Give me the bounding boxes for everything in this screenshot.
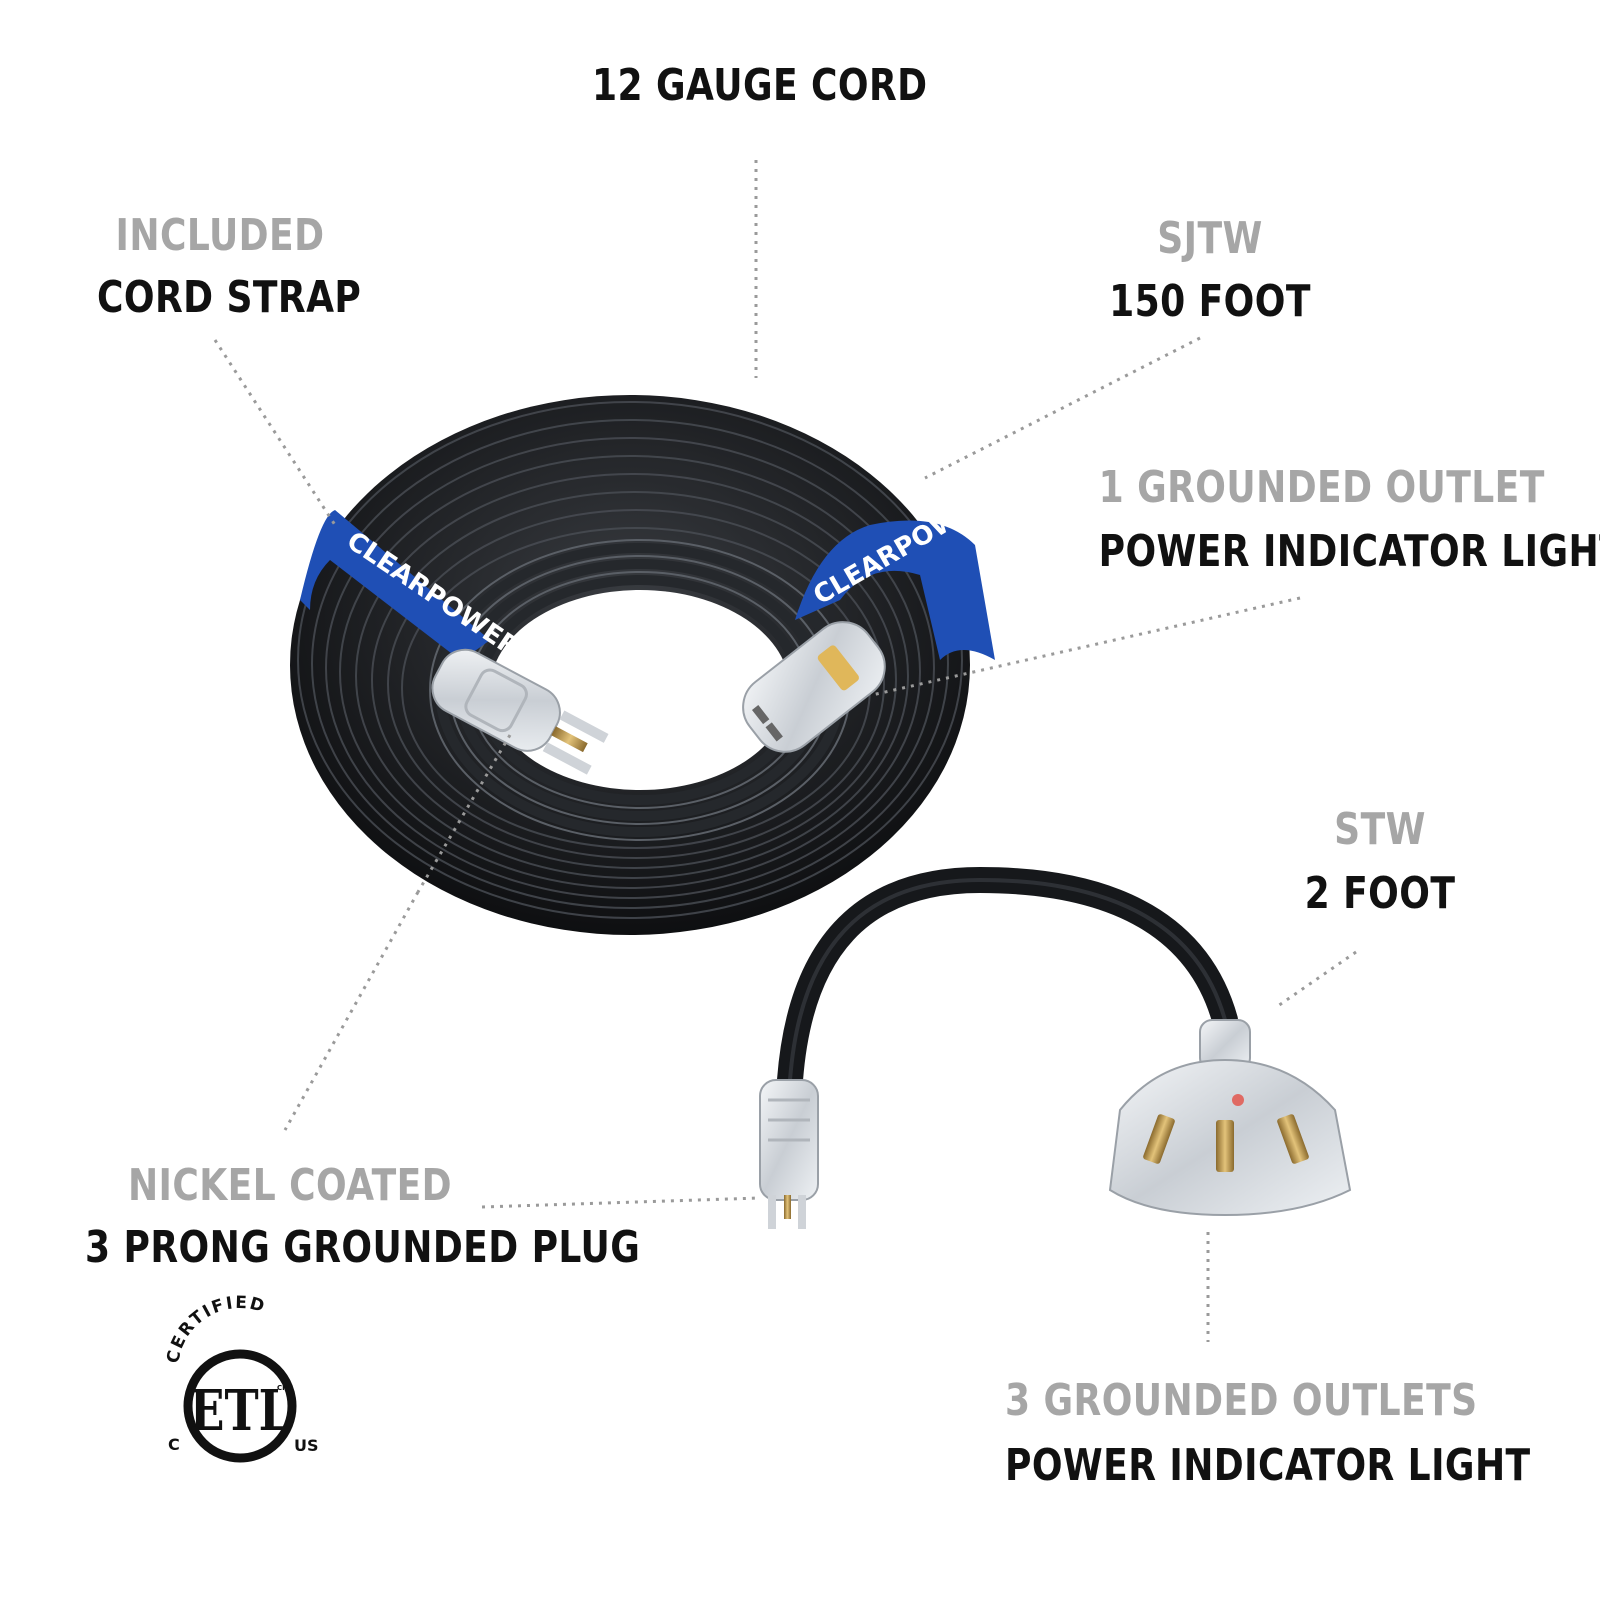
etl-us-text: US xyxy=(294,1436,319,1455)
outlet1-label-bottom: POWER INDICATOR LIGHT xyxy=(1098,526,1600,577)
outlet3-label-top: 3 GROUNDED OUTLETS xyxy=(1005,1375,1478,1426)
outlet1-label-top: 1 GROUNDED OUTLET xyxy=(1098,462,1545,513)
leader-lines xyxy=(213,160,1357,1342)
coil-female-connector xyxy=(742,621,886,753)
strap-label-bottom: CORD STRAP xyxy=(97,272,362,323)
etl-certification-logo: CERTIFIED ETL CM C US xyxy=(163,1293,319,1463)
splitter-cord xyxy=(777,866,1238,1093)
triple-outlet-connector xyxy=(1108,1019,1352,1217)
splitter-male-plug xyxy=(759,1079,819,1229)
coil-male-plug xyxy=(431,648,609,775)
plug-label-top: NICKEL COATED xyxy=(127,1160,453,1211)
sjtw-label-top: SJTW xyxy=(1157,213,1263,264)
etl-mark-text: ETL xyxy=(190,1379,291,1445)
plug-label-bottom: 3 PRONG GROUNDED PLUG xyxy=(85,1222,641,1273)
strap-label-top: INCLUDED xyxy=(115,210,325,261)
stw-label-top: STW xyxy=(1334,804,1426,855)
stw-label-bottom: 2 FOOT xyxy=(1304,868,1456,919)
etl-cm-text: CM xyxy=(277,1384,289,1392)
etl-c-text: C xyxy=(168,1435,180,1454)
outlet3-label-bottom: POWER INDICATOR LIGHT xyxy=(1005,1440,1531,1491)
sjtw-label-bottom: 150 FOOT xyxy=(1109,276,1311,327)
gauge-label: 12 GAUGE CORD xyxy=(592,60,928,111)
